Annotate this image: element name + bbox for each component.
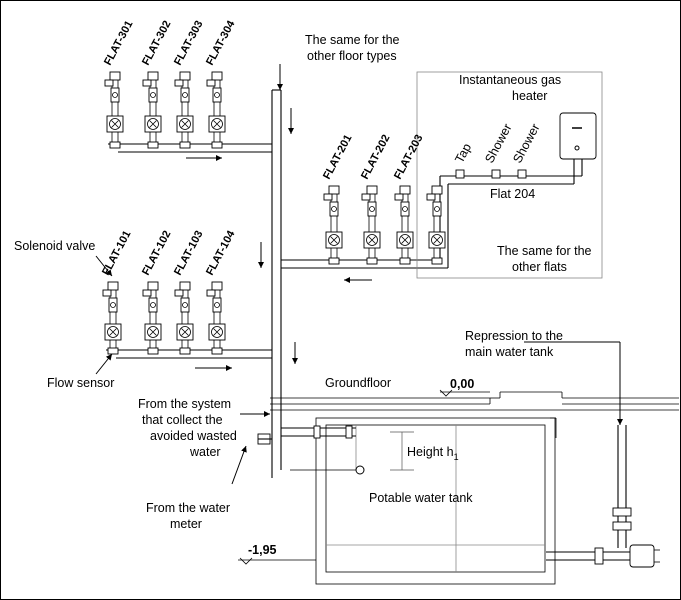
pump	[546, 417, 660, 568]
potable-tank-outline	[290, 417, 556, 585]
flat-label: FLAT-302	[140, 19, 173, 68]
flat-label: FLAT-102	[140, 229, 173, 278]
flat-label: FLAT-101	[100, 229, 133, 278]
flat-unit: FLAT-104	[204, 228, 238, 355]
flow-sensor-icon	[363, 231, 381, 249]
flat-unit	[426, 185, 446, 265]
from-system-label-3: avoided wasted	[150, 429, 237, 443]
flat-unit: FLAT-102	[140, 229, 174, 355]
flat-label: FLAT-203	[392, 133, 425, 182]
gas-heater-label-2: heater	[512, 89, 547, 103]
flat-label: FLAT-201	[321, 133, 354, 182]
inlet-pipes	[257, 418, 356, 478]
repression-label-2: main water tank	[465, 345, 554, 359]
from-meter-label-2: meter	[170, 517, 202, 531]
solenoid-valve-icon	[142, 71, 159, 103]
shower-label-2: Shower	[510, 121, 542, 165]
flow-sensor-icon	[208, 115, 226, 133]
gas-heater	[559, 112, 597, 160]
flow-sensor-icon	[104, 323, 122, 341]
flat-unit: FLAT-202	[359, 133, 393, 265]
solenoid-valve-label: Solenoid valve	[14, 239, 95, 253]
flow-arrows	[186, 108, 372, 371]
flat-unit: FLAT-203	[392, 133, 426, 265]
fixture-taps	[455, 169, 527, 179]
solenoid-valve-icon	[174, 281, 191, 313]
main-riser	[271, 89, 282, 418]
flat-unit: FLAT-103	[172, 229, 206, 355]
flat-unit: FLAT-201	[321, 133, 355, 265]
potable-tank-label: Potable water tank	[369, 491, 473, 505]
flat-unit: FLAT-101	[100, 229, 134, 355]
flow-sensor-icon	[428, 231, 446, 249]
solenoid-valve-icon	[174, 71, 191, 103]
tap-label: Tap	[452, 141, 474, 165]
solenoid-valve-icon	[323, 185, 340, 217]
flat-label: FLAT-303	[172, 19, 205, 68]
solenoid-valve-icon	[426, 185, 443, 217]
repression-label: Repression to the	[465, 329, 563, 343]
flat-label: FLAT-304	[204, 18, 238, 67]
flow-sensor-label: Flow sensor	[47, 376, 114, 390]
solenoid-valve-icon	[142, 281, 159, 313]
flat-label: FLAT-301	[102, 19, 135, 68]
callout-lines	[95, 64, 623, 485]
flow-sensor-icon	[144, 115, 162, 133]
flat204-frame	[416, 71, 603, 279]
flat-unit: FLAT-303	[172, 19, 206, 149]
same-flats-label: The same for the	[497, 244, 592, 258]
same-floor-label-2: other floor types	[307, 49, 397, 63]
flow-sensor-icon	[396, 231, 414, 249]
flow-sensor-icon	[176, 323, 194, 341]
level-zero-label: 0,00	[450, 377, 474, 391]
solenoid-valve-icon	[361, 185, 378, 217]
flow-sensor-icon	[325, 231, 343, 249]
from-meter-label: From the water	[146, 501, 230, 515]
flow-sensor-icon	[106, 115, 124, 133]
flow-sensor-icon	[208, 323, 226, 341]
level-bottom-label: -1,95	[248, 543, 277, 557]
flat-label: FLAT-103	[172, 229, 205, 278]
from-system-label-2: that collect the	[142, 413, 223, 427]
same-flats-label-2: other flats	[512, 260, 567, 274]
height-label: Height h1	[407, 445, 459, 462]
groundfloor-slab	[270, 391, 679, 411]
flat204-label: Flat 204	[490, 187, 535, 201]
level-markers	[238, 389, 490, 565]
flat-unit: FLAT-302	[140, 19, 174, 149]
flat-unit: FLAT-301	[102, 19, 136, 149]
solenoid-valve-icon	[104, 71, 121, 103]
flat-label: FLAT-202	[359, 133, 392, 182]
flow-sensor-icon	[144, 323, 162, 341]
same-floor-label: The same for the	[305, 33, 400, 47]
from-system-label-4: water	[189, 445, 221, 459]
groundfloor-label: Groundfloor	[325, 376, 391, 390]
gas-heater-label: Instantaneous gas	[459, 73, 561, 87]
solenoid-valve-icon	[206, 71, 223, 103]
solenoid-valve-icon	[394, 185, 411, 217]
flow-sensor-icon	[176, 115, 194, 133]
solenoid-valve-icon	[102, 281, 119, 313]
flat-label: FLAT-104	[204, 228, 238, 277]
flat-unit: FLAT-304	[204, 18, 238, 149]
solenoid-valve-icon	[206, 281, 223, 313]
from-system-label: From the system	[138, 397, 231, 411]
